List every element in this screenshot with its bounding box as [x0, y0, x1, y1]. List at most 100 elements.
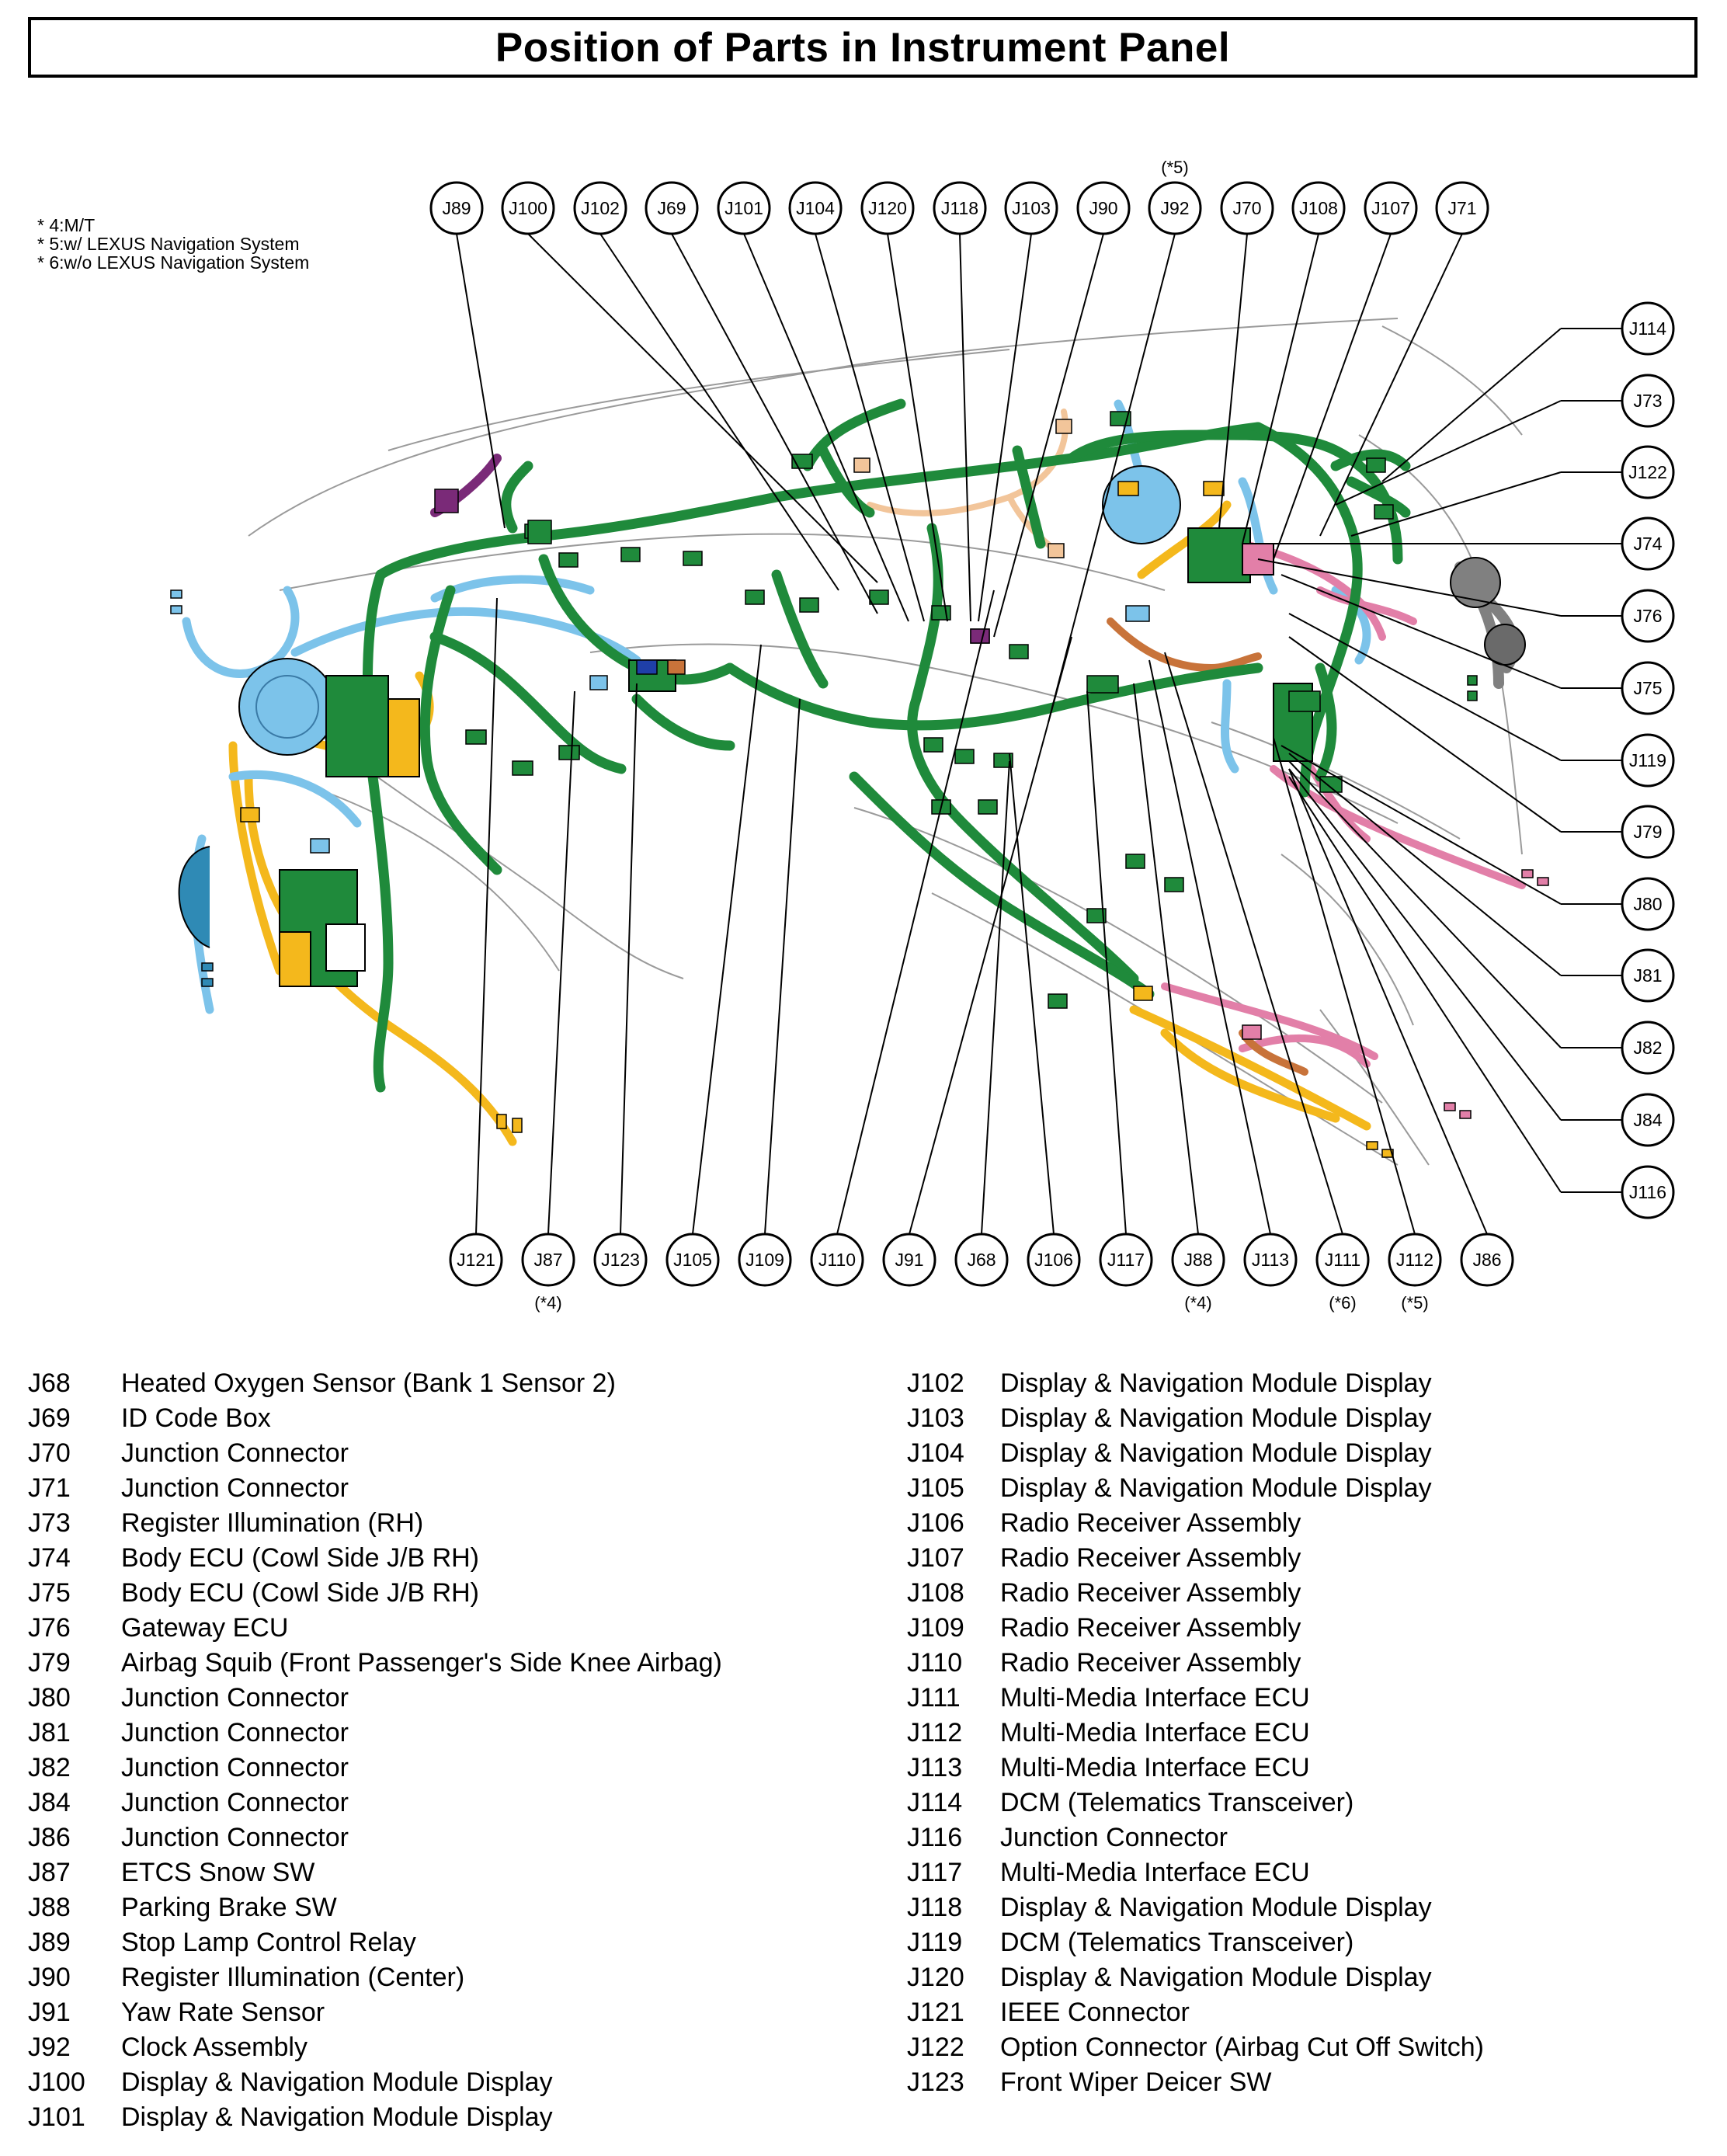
leader-line [1273, 737, 1416, 1235]
callout-label: J112 [1396, 1250, 1433, 1270]
callout-label: J80 [1633, 894, 1662, 914]
legend-code: J68 [28, 1368, 71, 1398]
legend-description: Display & Navigation Module Display [1000, 1963, 1432, 1992]
legend-description: Junction Connector [121, 1438, 349, 1468]
callout-circle [738, 1233, 792, 1287]
legend-description: Body ECU (Cowl Side J/B RH) [121, 1543, 480, 1573]
legend-description: Display & Navigation Module Display [1000, 1368, 1432, 1398]
callout-j121: J121 [449, 1233, 503, 1287]
callout-j119: J119 [1621, 733, 1675, 788]
callout-circle [1435, 181, 1489, 235]
callout-circle [1621, 516, 1675, 571]
callout-j104: J104 [788, 181, 843, 235]
callout-circle [1243, 1233, 1298, 1287]
callout-label: J76 [1633, 606, 1662, 626]
callout-j120: J120 [860, 181, 915, 235]
legend-code: J101 [28, 2102, 85, 2132]
callout-circle [1621, 1165, 1675, 1219]
callout-j116: J116 [1621, 1165, 1675, 1219]
callout-circle [954, 1233, 1009, 1287]
callouts-right: J114J73J122J74J76J75J119J79J80J81J82J84J… [1621, 301, 1675, 1219]
callout-label: J102 [581, 198, 620, 218]
callout-label: J100 [509, 198, 547, 218]
legend-description: Display & Navigation Module Display [1000, 1473, 1432, 1503]
callout-j101: J101 [717, 181, 771, 235]
callout-circle [429, 181, 484, 235]
legend-description: Stop Lamp Control Relay [121, 1928, 416, 1957]
callout-j88: J88(*4) [1171, 1233, 1225, 1313]
callout-j117: J117 [1099, 1233, 1153, 1287]
callout-label: J79 [1633, 822, 1662, 842]
legend-code: J71 [28, 1473, 71, 1503]
legend-code: J122 [907, 2033, 964, 2062]
legend-description: Junction Connector [121, 1473, 349, 1503]
leader-line [1048, 233, 1176, 723]
callout-j69: J69 [645, 181, 699, 235]
leader-line [1280, 745, 1562, 905]
legend-description: Junction Connector [121, 1683, 349, 1713]
callout-label: J118 [941, 198, 978, 218]
legend-code: J109 [907, 1613, 964, 1643]
callout-circle [1315, 1233, 1370, 1287]
legend-description: Display & Navigation Module Display [121, 2102, 553, 2132]
callout-label: J113 [1252, 1250, 1289, 1270]
legend-code: J117 [907, 1858, 963, 1887]
callout-note: (*5) [1401, 1293, 1428, 1313]
callout-label: J116 [1629, 1182, 1666, 1202]
legend-description: Junction Connector [121, 1718, 349, 1747]
callout-circle [665, 1233, 720, 1287]
callout-j80: J80 [1621, 877, 1675, 931]
legend-description: Register Illumination (Center) [121, 1963, 465, 1992]
legend-code: J74 [28, 1543, 71, 1573]
callout-circle [810, 1233, 864, 1287]
callout-label: J104 [796, 198, 835, 218]
leader-line [993, 233, 1104, 638]
callout-circle [573, 181, 627, 235]
callout-circle [1621, 1093, 1675, 1147]
callout-circle [1621, 661, 1675, 715]
callout-label: J111 [1325, 1250, 1360, 1270]
callout-j123: J123 [593, 1233, 648, 1287]
legend-code: J114 [907, 1788, 963, 1817]
callout-label: J101 [725, 198, 763, 218]
leader-line [815, 233, 925, 622]
callout-note: (*4) [1184, 1293, 1211, 1313]
callout-j118: J118 [933, 181, 987, 235]
callout-circle [521, 1233, 575, 1287]
leader-line [1288, 776, 1562, 1193]
legend-code: J104 [907, 1438, 964, 1468]
leader-line [671, 233, 878, 614]
legend-code: J121 [907, 1998, 964, 2027]
callout-label: J71 [1447, 198, 1476, 218]
legend-description: Junction Connector [121, 1788, 349, 1817]
callout-label: J92 [1160, 198, 1189, 218]
leader-line [836, 589, 995, 1235]
legend-code: J90 [28, 1963, 71, 1992]
legend-description: Junction Connector [1000, 1823, 1228, 1852]
legend-description: Radio Receiver Assembly [1000, 1648, 1301, 1678]
callout-j92: J92(*5) [1148, 158, 1202, 235]
legend-description: Radio Receiver Assembly [1000, 1508, 1301, 1538]
leader-line [981, 760, 1010, 1235]
legend-code: J82 [28, 1753, 71, 1782]
legend-description: Register Illumination (RH) [121, 1508, 424, 1538]
leader-line [620, 683, 638, 1235]
callout-label: J119 [1629, 750, 1666, 770]
legend-description: DCM (Telematics Transceiver) [1000, 1928, 1354, 1957]
callout-label: J73 [1633, 391, 1662, 411]
leader-line [1288, 768, 1488, 1235]
legend-description: Display & Navigation Module Display [1000, 1893, 1432, 1922]
legend-description: IEEE Connector [1000, 1998, 1190, 2027]
leader-line [1288, 760, 1562, 1048]
callout-j103: J103 [1004, 181, 1058, 235]
title-box: Position of Parts in Instrument Panel [28, 17, 1697, 78]
legend-description: Front Wiper Deicer SW [1000, 2067, 1272, 2097]
callout-label: J82 [1633, 1038, 1662, 1058]
leader-line [1381, 328, 1562, 482]
leader-line [1288, 636, 1562, 833]
callout-j91: J91 [882, 1233, 936, 1287]
callout-j74: J74 [1621, 516, 1675, 571]
callout-label: J87 [533, 1250, 562, 1270]
callout-j79: J79 [1621, 805, 1675, 859]
